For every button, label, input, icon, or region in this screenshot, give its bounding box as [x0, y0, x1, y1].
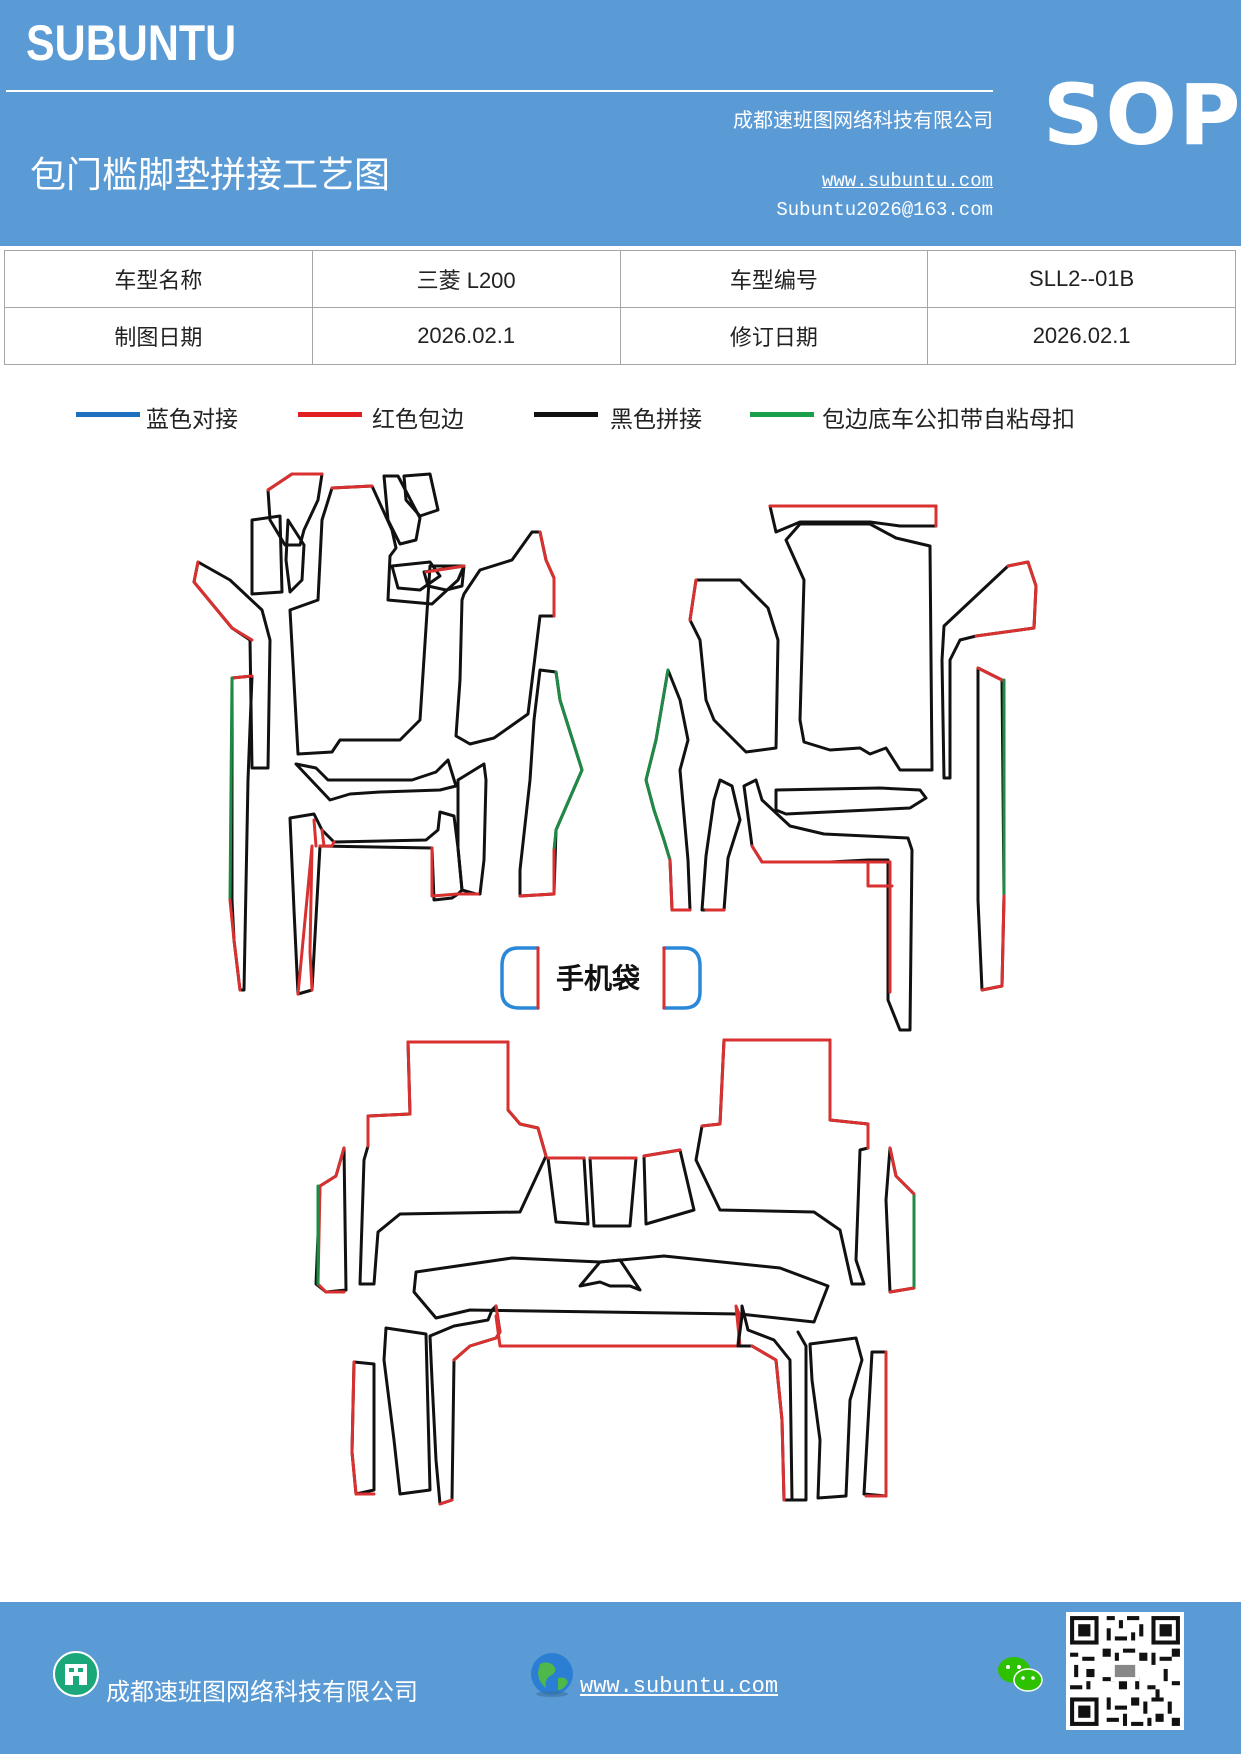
right-front-mat-pieces: [644, 504, 1038, 1032]
header-email: Subuntu2026@163.com: [776, 199, 993, 221]
legend-label-blue: 蓝色对接: [146, 407, 238, 433]
table-row: 车型名称 三菱 L200 车型编号 SLL2--01B: [4, 250, 1236, 308]
table-cell-value: 2026.02.1: [927, 307, 1236, 365]
header-website-link[interactable]: www.subuntu.com: [821, 170, 993, 192]
footer-company: 成都速班图网络科技有限公司: [106, 1678, 418, 1706]
table-cell-label: 车型名称: [4, 250, 313, 308]
qr-code-pattern: [1066, 1612, 1184, 1730]
legend-label-green: 包边底车公扣带自粘母扣: [822, 407, 1075, 433]
legend-swatch-blue: [76, 412, 140, 417]
left-front-mat-pieces: [192, 472, 584, 996]
building-icon: [53, 1651, 99, 1697]
page-title: 包门槛脚垫拼接工艺图: [30, 155, 391, 196]
table-cell-value: 三菱 L200: [311, 250, 621, 308]
table-row: 制图日期 2026.02.1 修订日期 2026.02.1: [4, 307, 1236, 365]
legend: 蓝色对接 红色包边 黑色拼接 包边底车公扣带自粘母扣: [0, 400, 1241, 440]
floor-mat-pattern-drawing: 手机袋: [192, 472, 1038, 1506]
legend-label-black: 黑色拼接: [610, 407, 702, 433]
sop-badge: SOP: [1043, 66, 1241, 164]
footer-website-link[interactable]: www.subuntu.com: [580, 1674, 779, 1699]
table-cell-value: 2026.02.1: [311, 307, 621, 365]
header-banner: SUBUNTU 成都速班图网络科技有限公司 包门槛脚垫拼接工艺图 www.sub…: [0, 0, 1241, 246]
table-cell-value: SLL2--01B: [927, 250, 1236, 308]
header-divider: [6, 90, 993, 92]
legend-swatch-black: [534, 412, 598, 417]
qr-code: [1066, 1612, 1184, 1730]
legend-swatch-green: [750, 412, 814, 417]
wechat-icon: [998, 1657, 1043, 1692]
legend-swatch-red: [298, 412, 362, 417]
table-cell-label: 修订日期: [619, 307, 929, 365]
info-table: 车型名称 三菱 L200 车型编号 SLL2--01B 制图日期 2026.02…: [4, 250, 1236, 365]
rear-mat-pieces: [314, 1038, 916, 1506]
footer-banner: 成都速班图网络科技有限公司 www.subuntu.com: [0, 1602, 1241, 1754]
legend-label-red: 红色包边: [372, 407, 464, 433]
phone-bag-label: 手机袋: [556, 962, 641, 995]
table-cell-label: 车型编号: [619, 250, 929, 308]
globe-icon: [531, 1653, 573, 1697]
brand-logo: SUBUNTU: [26, 15, 237, 71]
table-cell-label: 制图日期: [4, 307, 313, 365]
header-company: 成都速班图网络科技有限公司: [733, 108, 993, 132]
phone-bag-pieces: 手机袋: [500, 946, 702, 1010]
